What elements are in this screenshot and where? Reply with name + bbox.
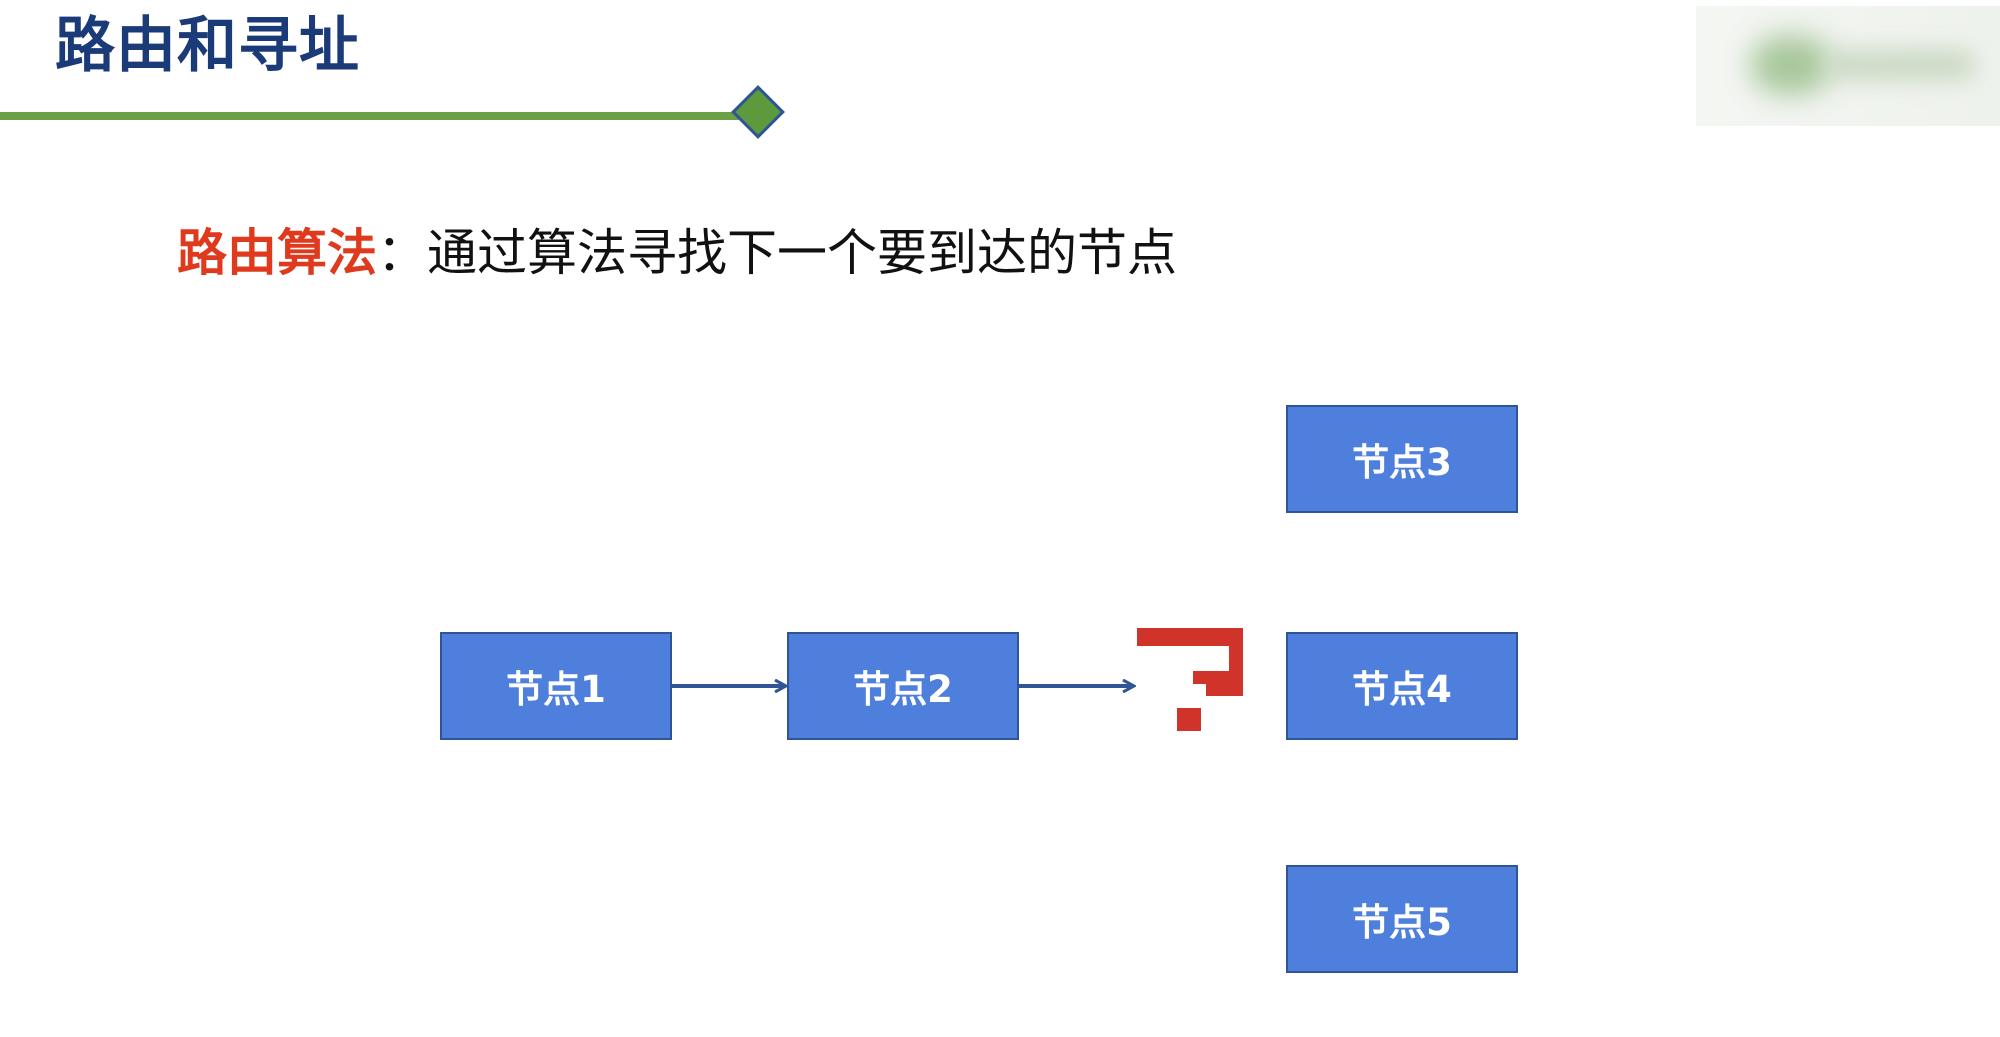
title-underline xyxy=(0,112,760,120)
blurred-logo xyxy=(1696,6,2000,126)
node-3: 节点3 xyxy=(1286,405,1518,513)
node-5: 节点5 xyxy=(1286,865,1518,973)
definition-separator: ： xyxy=(377,224,427,282)
page-title: 路由和寻址 xyxy=(55,11,360,81)
logo-text-blob xyxy=(1826,50,1976,80)
node-2: 节点2 xyxy=(787,632,1019,740)
definition-line: 路由算法：通过算法寻找下一个要到达的节点 xyxy=(177,218,1177,288)
logo-blob xyxy=(1751,36,1831,94)
node-4: 节点4 xyxy=(1286,632,1518,740)
question-mark-icon xyxy=(1137,628,1243,731)
node-1: 节点1 xyxy=(440,632,672,740)
definition-text: 通过算法寻找下一个要到达的节点 xyxy=(427,224,1177,282)
definition-term: 路由算法 xyxy=(177,224,377,282)
